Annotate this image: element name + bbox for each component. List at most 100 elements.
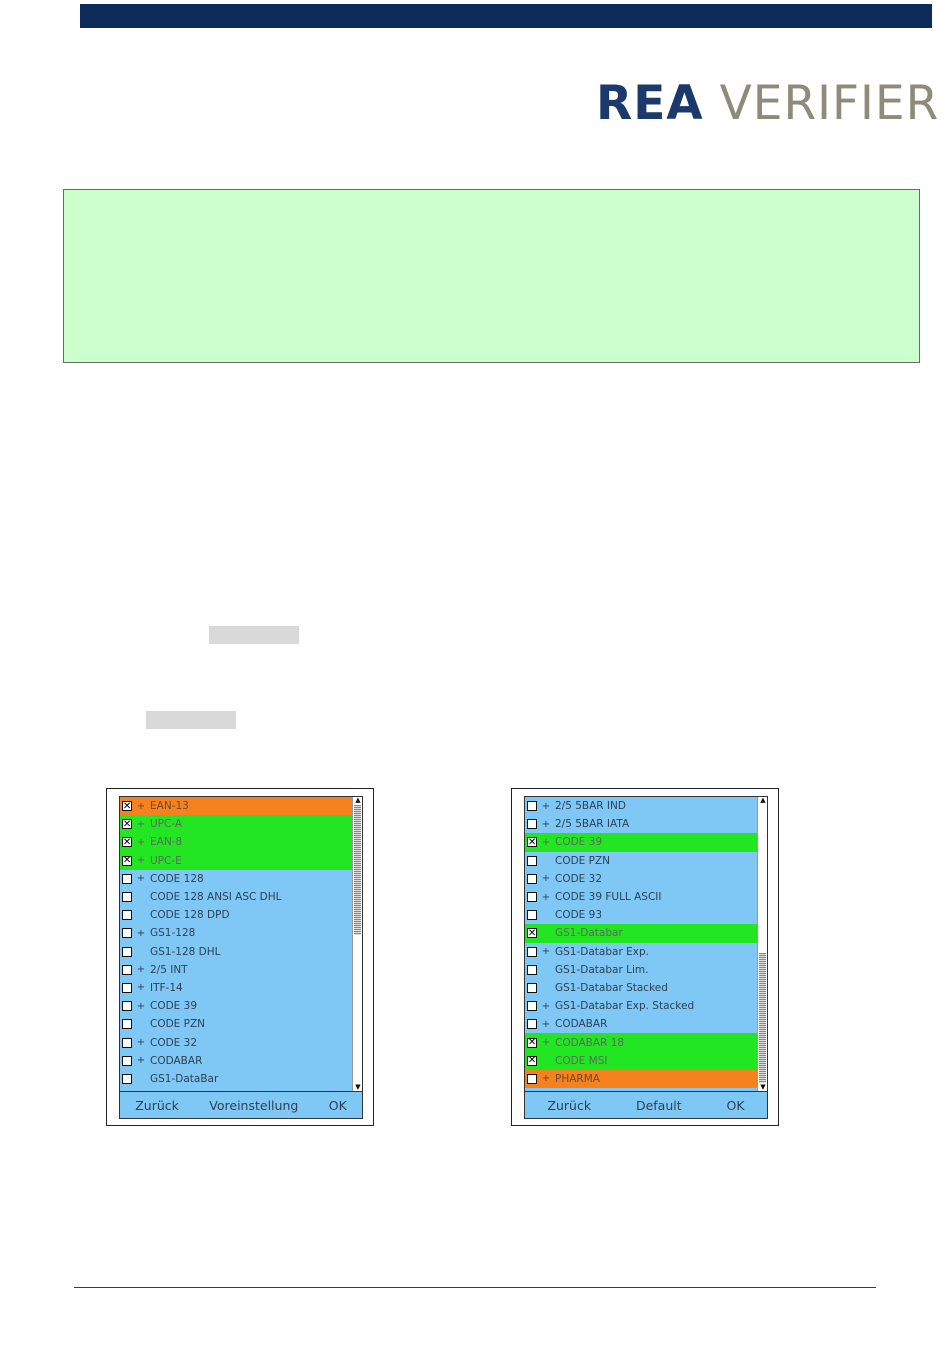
expand-plus-icon[interactable]: + [541, 946, 551, 958]
list-item[interactable]: +GS1-Databar Exp. [525, 943, 758, 961]
scroll-down-arrow-icon[interactable]: ▼ [355, 1083, 361, 1091]
scroll-thumb[interactable] [354, 805, 361, 935]
checkbox-icon[interactable] [122, 1073, 132, 1084]
checkbox-icon[interactable] [527, 819, 537, 830]
expand-plus-icon[interactable]: + [136, 1055, 146, 1067]
expand-plus-icon[interactable]: + [541, 1037, 551, 1049]
list-item[interactable]: CODE 128 DPD [120, 906, 353, 924]
list-item[interactable]: GS1-128 DHL [120, 943, 353, 961]
scrollbar[interactable]: ▲ ▼ [352, 797, 362, 1091]
expand-plus-icon[interactable]: + [136, 873, 146, 885]
ok-button[interactable]: OK [726, 1097, 745, 1113]
list-item[interactable]: CODE 93 [525, 906, 758, 924]
list-item[interactable]: ✕+UPC-A [120, 815, 353, 834]
list-item[interactable]: ✕GS1-Databar [525, 924, 758, 943]
expand-plus-icon[interactable]: + [541, 1018, 551, 1030]
expand-plus-icon[interactable]: + [541, 836, 551, 848]
ok-button[interactable]: OK [328, 1097, 347, 1113]
checkbox-icon[interactable] [527, 873, 537, 884]
list-item[interactable]: ✕+EAN-8 [120, 833, 353, 852]
checkbox-icon[interactable] [527, 892, 537, 903]
list-item[interactable]: CODE 128 ANSI ASC DHL [120, 888, 353, 906]
list-item[interactable]: +CODE 39 FULL ASCII [525, 888, 758, 906]
list-item[interactable]: +GS1-128 [120, 924, 353, 942]
list-item[interactable]: GS1-DataBar [120, 1070, 353, 1088]
list-item[interactable]: +ITF-14 [120, 979, 353, 997]
checkbox-icon[interactable] [527, 801, 537, 812]
list-item[interactable]: GS1-Databar Stacked [525, 979, 758, 997]
back-button[interactable]: Zurück [135, 1097, 179, 1113]
checkbox-icon[interactable] [122, 946, 132, 957]
expand-plus-icon[interactable]: + [541, 800, 551, 812]
expand-plus-icon[interactable]: + [541, 891, 551, 903]
expand-plus-icon[interactable]: + [136, 800, 146, 812]
list-item[interactable]: +2/5 INT [120, 961, 353, 979]
checkbox-icon[interactable] [527, 946, 537, 957]
list-item[interactable]: ✕+UPC-E [120, 851, 353, 870]
checkbox-icon[interactable] [122, 1001, 132, 1012]
scrollbar[interactable]: ▲ ▼ [757, 797, 767, 1091]
checkbox-icon[interactable] [122, 928, 132, 939]
back-button[interactable]: Zurück [547, 1097, 592, 1113]
checkbox-icon[interactable] [122, 1037, 132, 1048]
list-item[interactable]: +CODE 32 [120, 1033, 353, 1051]
list-item[interactable]: ✕+CODABAR 18 [525, 1033, 758, 1052]
default-button[interactable]: Default [635, 1097, 682, 1113]
checkbox-icon[interactable] [527, 982, 537, 993]
expand-plus-icon[interactable]: + [136, 1000, 146, 1012]
default-button[interactable]: Voreinstellung [209, 1097, 299, 1113]
scroll-thumb[interactable] [759, 953, 766, 1083]
list-item[interactable]: +CODE 39 [120, 997, 353, 1015]
list-item[interactable]: +PHARMA [525, 1069, 758, 1088]
list-item[interactable]: +CODABAR [120, 1052, 353, 1070]
list-item[interactable]: ✕+CODE 39 [525, 833, 758, 852]
list-item[interactable]: +CODE 32 [525, 870, 758, 888]
list-item[interactable]: CODE PZN [525, 852, 758, 870]
expand-plus-icon[interactable]: + [136, 964, 146, 976]
checkbox-checked-icon[interactable]: ✕ [527, 1055, 537, 1067]
checkbox-icon[interactable] [527, 1019, 537, 1030]
checkbox-icon[interactable] [122, 1019, 132, 1030]
expand-plus-icon[interactable]: + [136, 855, 146, 867]
checkbox-checked-icon[interactable]: ✕ [122, 818, 132, 830]
expand-plus-icon[interactable]: + [136, 982, 146, 994]
checkbox-checked-icon[interactable]: ✕ [527, 836, 537, 848]
list-item[interactable]: +2/5 5BAR IND [525, 797, 758, 815]
scroll-up-arrow-icon[interactable]: ▲ [760, 796, 766, 804]
checkbox-icon[interactable] [527, 1001, 537, 1012]
expand-plus-icon[interactable]: + [541, 1000, 551, 1012]
checkbox-icon[interactable] [122, 982, 132, 993]
expand-plus-icon[interactable]: + [136, 1037, 146, 1049]
list-item[interactable]: +GS1-Databar Exp. Stacked [525, 997, 758, 1015]
expand-plus-icon[interactable]: + [541, 1073, 551, 1085]
checkbox-icon[interactable] [122, 873, 132, 884]
expand-plus-icon[interactable]: + [136, 836, 146, 848]
list-item[interactable]: CODE PZN [120, 1015, 353, 1033]
checkbox-checked-icon[interactable]: ✕ [122, 855, 132, 867]
scroll-down-arrow-icon[interactable]: ▼ [760, 1083, 766, 1091]
checkbox-checked-icon[interactable]: ✕ [527, 927, 537, 939]
brand-logo-verifier: VERIFIER [719, 76, 940, 131]
list-item[interactable]: ✕+EAN-13 [120, 797, 353, 816]
checkbox-icon[interactable] [122, 910, 132, 921]
scroll-up-arrow-icon[interactable]: ▲ [355, 796, 361, 804]
checkbox-icon[interactable] [527, 1073, 537, 1084]
expand-plus-icon[interactable]: + [541, 873, 551, 885]
checkbox-icon[interactable] [527, 964, 537, 975]
list-item[interactable]: ✕CODE MSI [525, 1051, 758, 1070]
expand-plus-icon[interactable]: + [136, 927, 146, 939]
expand-plus-icon[interactable]: + [541, 818, 551, 830]
checkbox-checked-icon[interactable]: ✕ [122, 836, 132, 848]
checkbox-icon[interactable] [122, 892, 132, 903]
list-item[interactable]: GS1-Databar Lim. [525, 961, 758, 979]
checkbox-icon[interactable] [122, 1055, 132, 1066]
list-item[interactable]: +CODABAR [525, 1015, 758, 1033]
expand-plus-icon[interactable]: + [136, 818, 146, 830]
list-item[interactable]: +2/5 5BAR IATA [525, 815, 758, 833]
checkbox-icon[interactable] [122, 964, 132, 975]
list-item[interactable]: +CODE 128 [120, 870, 353, 888]
checkbox-icon[interactable] [527, 855, 537, 866]
checkbox-checked-icon[interactable]: ✕ [122, 800, 132, 812]
checkbox-icon[interactable] [527, 910, 537, 921]
checkbox-checked-icon[interactable]: ✕ [527, 1037, 537, 1049]
